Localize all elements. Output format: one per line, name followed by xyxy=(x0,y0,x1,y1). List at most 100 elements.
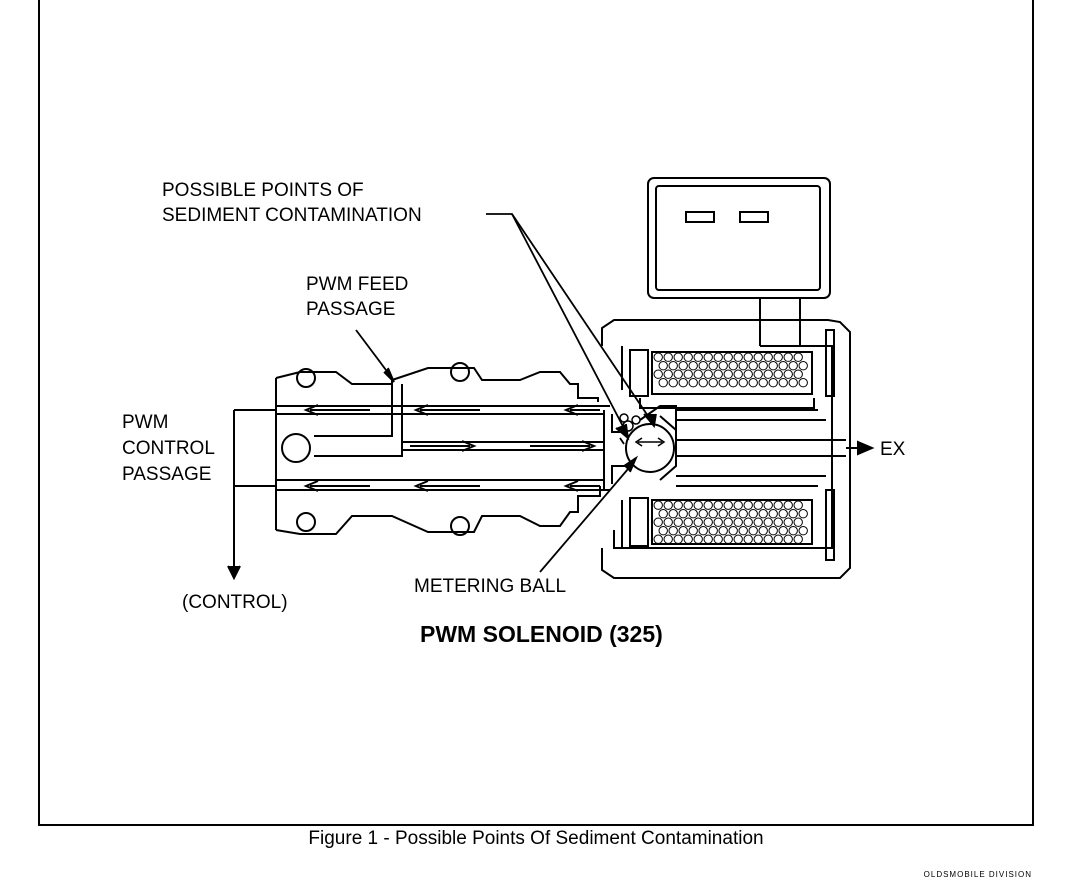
coil-wire-dot xyxy=(783,369,793,379)
coil-wire-dot xyxy=(783,534,793,544)
coil-wire-dot xyxy=(793,369,803,379)
label-feed-line2: PASSAGE xyxy=(306,299,395,320)
label-contamination-line2: SEDIMENT CONTAMINATION xyxy=(162,205,422,226)
figure-frame xyxy=(38,0,1034,826)
coil-wire-dot xyxy=(733,352,743,362)
coil-wire-dot xyxy=(698,509,708,519)
coil-wire-dot xyxy=(683,534,693,544)
coil-wire-dot xyxy=(773,500,783,510)
coil-wire-dot xyxy=(703,352,713,362)
coil-wire-dot xyxy=(793,534,803,544)
coil-wire-dot xyxy=(788,509,798,519)
coil-wire-dot xyxy=(663,500,673,510)
coil-wire-dot xyxy=(653,500,663,510)
coil-wire-dot xyxy=(683,352,693,362)
coil-wire-dot xyxy=(683,500,693,510)
coil-wire-dot xyxy=(728,509,738,519)
coil-wire-dot xyxy=(673,369,683,379)
coil-wire-dot xyxy=(738,509,748,519)
coil-wire-dot xyxy=(708,361,718,371)
coil-wire-dot xyxy=(763,352,773,362)
coil-wire-dot xyxy=(743,534,753,544)
coil-wire-dot xyxy=(798,526,808,536)
label-control-line1: PWM xyxy=(122,412,168,433)
coil-wire-dot xyxy=(713,369,723,379)
coil-wire-dot xyxy=(738,378,748,388)
coil-wire-dot xyxy=(788,526,798,536)
coil-wire-dot xyxy=(773,534,783,544)
coil-wire-dot xyxy=(723,534,733,544)
coil-wire-dot xyxy=(748,509,758,519)
label-control-line3: PASSAGE xyxy=(122,464,211,485)
coil-wire-dot xyxy=(708,378,718,388)
coil-wire-dot xyxy=(673,517,683,527)
coil-wire-dot xyxy=(768,378,778,388)
coil-wire-dot xyxy=(653,369,663,379)
coil-wire-dot xyxy=(773,369,783,379)
coil-wire-dot xyxy=(718,378,728,388)
coil-wire-dot xyxy=(723,369,733,379)
coil-wire-dot xyxy=(668,361,678,371)
coil-wire-dot xyxy=(783,352,793,362)
coil-wire-dot xyxy=(778,361,788,371)
coil-wire-dot xyxy=(728,361,738,371)
figure-caption: Figure 1 - Possible Points Of Sediment C… xyxy=(308,828,764,849)
coil-wire-dot xyxy=(673,500,683,510)
coil-wire-dot xyxy=(698,378,708,388)
coil-wire-dot xyxy=(678,361,688,371)
coil-wire-dot xyxy=(768,526,778,536)
coil-wire-dot xyxy=(693,517,703,527)
coil-wire-dot xyxy=(733,500,743,510)
coil-wire-dot xyxy=(798,361,808,371)
coil-wire-dot xyxy=(708,509,718,519)
coil-wire-dot xyxy=(768,361,778,371)
coil-wire-dot xyxy=(653,534,663,544)
valve-body xyxy=(233,362,610,570)
coil-wire-dot xyxy=(693,500,703,510)
leader-lines xyxy=(355,213,657,573)
coil-wire-dot xyxy=(683,517,693,527)
coil-wire-dot xyxy=(708,526,718,536)
coil-wire-dot xyxy=(678,526,688,536)
coil-wire-dot xyxy=(688,361,698,371)
coil-wire-dot xyxy=(663,369,673,379)
coil-wire-dot xyxy=(723,517,733,527)
coil-wire-dot xyxy=(693,352,703,362)
coil-wire-dot xyxy=(778,526,788,536)
coil-wire-dot xyxy=(713,534,723,544)
coil-wire-dot xyxy=(798,378,808,388)
coil-wire-dot xyxy=(673,352,683,362)
coil-wire-dot xyxy=(718,361,728,371)
coil-wire-dot xyxy=(768,509,778,519)
label-exhaust: EX xyxy=(880,439,906,460)
coil-wire-dot xyxy=(663,352,673,362)
coil-wire-dot xyxy=(658,526,668,536)
footer-text: OLDSMOBILE DIVISION xyxy=(923,870,1032,879)
coil-wire-dot xyxy=(788,361,798,371)
figure-title: PWM SOLENOID (325) xyxy=(420,621,663,647)
check-ball xyxy=(281,433,311,463)
coil-wire-dot xyxy=(778,509,788,519)
coil-wire-dot xyxy=(658,361,668,371)
coil-wire-dot xyxy=(753,369,763,379)
coil-wire-dot xyxy=(733,517,743,527)
coil-wire-dot xyxy=(653,517,663,527)
coil-wire-dot xyxy=(718,526,728,536)
electrical-connector xyxy=(647,177,831,346)
coil-wire-dot xyxy=(693,534,703,544)
flow-arrows xyxy=(227,404,600,581)
coil-wire-dot xyxy=(688,526,698,536)
solenoid-housing xyxy=(601,319,851,579)
coil-wire-dot xyxy=(728,378,738,388)
coil-wire-dot xyxy=(743,369,753,379)
coil-wire-dot xyxy=(758,526,768,536)
label-control-paren: (CONTROL) xyxy=(182,592,288,613)
coil-wire-dot xyxy=(783,517,793,527)
coil-wire-dot xyxy=(693,369,703,379)
coil-wire-dot xyxy=(753,352,763,362)
coil-wire-dot xyxy=(783,500,793,510)
coil-wire-dot xyxy=(653,352,663,362)
coil-wire-dot xyxy=(758,509,768,519)
coil-wire-dot xyxy=(658,378,668,388)
